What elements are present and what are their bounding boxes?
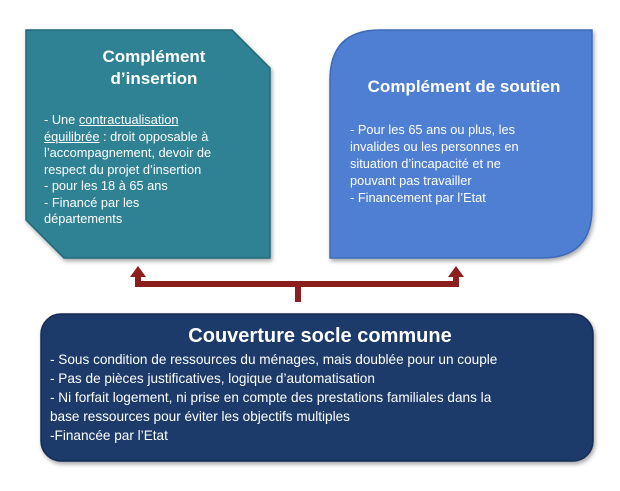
insertion-bullets: - Une contractualisation équilibrée : dr… <box>38 112 270 228</box>
connector-arrows <box>130 266 464 302</box>
connector-right-stem <box>453 276 459 287</box>
soutien-content: Complément de soutien - Pour les 65 ans … <box>340 76 588 206</box>
soutien-bullets: - Pour les 65 ans ou plus, les invalides… <box>340 121 588 206</box>
socle-box <box>40 313 594 462</box>
insertion-content: Complément d’insertion - Une contractual… <box>38 46 270 228</box>
socle-title: Couverture socle commune <box>188 325 452 347</box>
connector-bar <box>135 281 459 302</box>
connector-left-stem <box>135 276 141 287</box>
socle-bullet: -Financée par l’Etat <box>50 428 168 443</box>
socle-bullet: - Ni forfait logement, ni prise en compt… <box>50 390 492 424</box>
socle-bullet: - Pas de pièces justificatives, logique … <box>50 371 375 386</box>
socle-content: Couverture socle commune - Sous conditio… <box>50 323 590 445</box>
soutien-box <box>329 29 593 259</box>
arrow-head-right-icon <box>448 266 464 277</box>
socle-bullets: - Sous condition de ressources du ménage… <box>50 350 590 445</box>
insertion-bullet: - pour les 18 à 65 ans <box>44 178 168 193</box>
socle-bullet: - Sous condition de ressources du ménage… <box>50 352 498 367</box>
insertion-bullet: - Financé par les départements <box>44 194 140 227</box>
insertion-box <box>25 29 271 259</box>
insertion-title: Complément d’insertion <box>102 47 206 88</box>
soutien-title: Complément de soutien <box>367 77 561 96</box>
soutien-bullet: - Financement par l’Etat <box>350 190 486 205</box>
soutien-bullet: - Pour les 65 ans ou plus, les invalides… <box>350 122 519 188</box>
arrow-head-left-icon <box>130 266 146 277</box>
insertion-bullet: - Une contractualisation équilibrée : dr… <box>44 112 212 177</box>
